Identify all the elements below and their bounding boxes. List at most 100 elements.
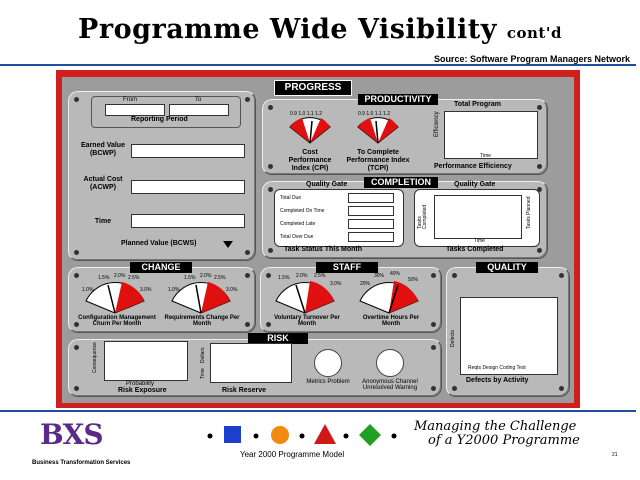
screw-icon [537,248,542,253]
tick-label: 1.5% [98,275,110,281]
to-label: To [195,97,202,103]
total-program-chart [444,111,538,159]
planned-value-label: Planned Value (BCWS) [121,240,197,247]
tasks-planned-axis-label: Tasks Planned [526,196,532,229]
total-due-field[interactable] [348,193,394,203]
model-label: Year 2000 Programme Model [240,450,345,459]
metrics-problem-label: Metrics Problem [306,379,350,385]
triangle-shape-icon [314,424,336,444]
tcpi-gauge [357,117,399,144]
tick-label: 50% [408,277,419,283]
completed-late-label: Completed Late [280,221,316,227]
screw-icon [74,386,79,391]
diamond-shape-icon [359,424,381,446]
tick-label: 1.0% [82,287,94,293]
change-header: CHANGE [130,262,192,273]
tasks-completed-axis-label: Tasks Completed [417,204,428,229]
from-field[interactable] [105,104,165,116]
title-text: Programme Wide Visibility [78,14,497,45]
dropdown-arrow-icon[interactable] [223,241,233,248]
staff-header: STAFF [316,262,378,273]
source-caption: Source: Software Program Managers Networ… [433,54,630,64]
total-due-label: Total Due [280,195,302,201]
screw-icon [268,248,273,253]
screw-icon [74,250,79,255]
reqts-change-label: Requirements Change Per Month [164,315,240,327]
risk-reserve-chart [210,343,292,383]
tick-label: 2.0% [200,273,212,279]
screw-icon [431,273,436,278]
actual-cost-field[interactable] [131,180,245,194]
tick-label: 2.5% [214,275,226,281]
time-label: Time [94,218,112,225]
screw-icon [74,345,79,350]
tagline-line-2: of a Y2000 Programme [428,433,580,448]
completion-time-axis-label: Time [474,238,485,244]
tick-label: 2.5% [128,275,140,281]
time-field[interactable] [131,214,245,228]
total-over-due-field[interactable] [348,232,394,242]
overtime-hours-gauge [359,281,419,314]
dollars-axis-label: Dollars [200,347,206,363]
anonymous-channel-indicator[interactable] [376,349,404,377]
completed-late-field[interactable] [348,219,394,229]
gauge-needle [388,284,399,314]
risk-reserve-label: Risk Reserve [222,387,266,394]
screw-icon [537,187,542,192]
company-name: Business Transformation Services [32,460,131,466]
risk-time-axis-label: Time [200,368,206,379]
tcpi-ticks: 0.9 1.0 1.1 1.2 [358,111,390,117]
screw-icon [74,97,79,102]
risk-header: RISK [248,333,308,344]
risk-exposure-chart [104,341,188,381]
tick-label: 3.0% [140,287,152,293]
completion-header: COMPLETION [364,177,438,188]
earned-value-field[interactable] [131,144,245,158]
screw-icon [559,386,564,391]
screw-icon [559,273,564,278]
tick-label: 1.0% [168,287,180,293]
programme-model-shapes [207,424,397,446]
reporting-period-label: Reporting Period [131,116,188,123]
efficiency-axis-label: Efficiency [434,111,440,137]
consequence-axis-label: Consequence [92,342,98,373]
metrics-problem-indicator[interactable] [314,349,342,377]
screw-icon [245,97,250,102]
completed-on-time-label: Completed On Time [280,208,325,214]
circle-shape-icon [271,426,289,444]
cpi-label: Cost Performance Index (CPI) [288,149,332,172]
gauge-needle [375,120,379,144]
performance-efficiency-label: Performance Efficiency [434,163,512,170]
screw-icon [452,273,457,278]
to-field[interactable] [169,104,229,116]
tick-label: 3.0% [330,281,342,287]
top-rule [0,64,636,66]
voluntary-turnover-gauge [275,281,335,314]
cpi-gauge [289,117,331,144]
progress-header: PROGRESS [274,80,352,96]
overtime-hours-label: Overtime Hours Per Month [362,315,420,327]
total-over-due-label: Total Over Due [280,234,314,240]
screw-icon [268,164,273,169]
tick-label: 2.0% [114,273,126,279]
probability-axis-label: Probability [126,381,155,387]
tick-label: 20% [360,281,371,287]
tick-label: 30% [374,273,385,279]
completed-on-time-field[interactable] [348,206,394,216]
slide-title: Programme Wide Visibility cont'd [0,14,640,45]
total-program-label: Total Program [454,101,501,108]
screw-icon [537,164,542,169]
voluntary-turnover-label: Voluntary Turnover Per Month [274,315,340,327]
screw-icon [452,386,457,391]
defects-axis-label: Defects [450,330,456,347]
anonymous-channel-label: Anonymous Channel Unresolved Warning [362,379,418,391]
screw-icon [266,273,271,278]
gauge-needle [309,120,313,144]
screw-icon [268,105,273,110]
tasks-completed-label: Tasks Completed [446,246,504,253]
screw-icon [268,187,273,192]
screw-icon [245,322,250,327]
screw-icon [74,322,79,327]
activity-axis-label: Reqts Design Coding Test [468,365,526,371]
quality-gate-right-label: Quality Gate [454,181,496,188]
